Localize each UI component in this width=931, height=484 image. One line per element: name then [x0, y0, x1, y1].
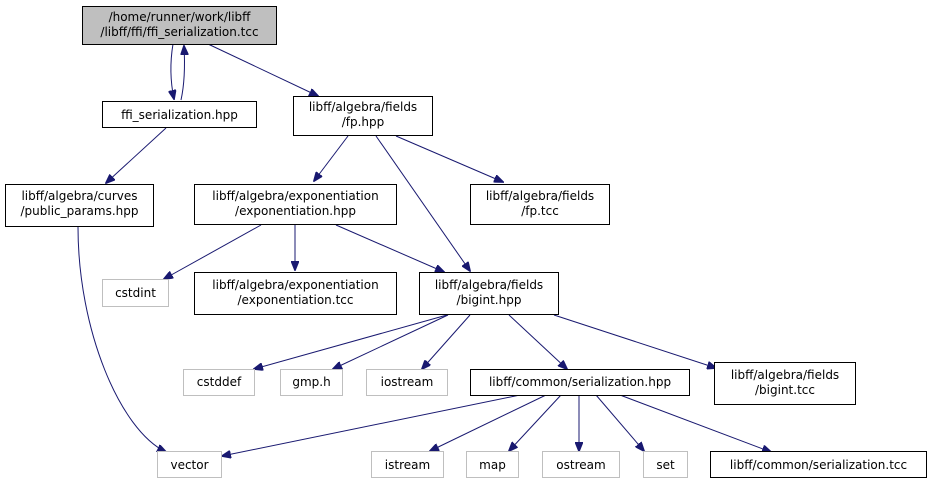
node-bigint-tcc-line-1: libff/algebra/fields — [731, 368, 839, 382]
node-fp-hpp-line-1: libff/algebra/fields — [309, 100, 417, 114]
node-bigint-hpp-line-2: /bigint.hpp — [457, 293, 522, 307]
node-iostream-label: iostream — [381, 375, 434, 389]
edge-fp-hpp-to-fp-tcc — [395, 135, 503, 182]
node-exponentiation-tcc[interactable]: libff/algebra/exponentiation /exponentia… — [194, 272, 397, 315]
node-set[interactable]: set — [643, 451, 688, 478]
edges — [77, 43, 771, 456]
node-exponentiation-hpp-line-2: /exponentiation.hpp — [235, 204, 356, 218]
node-bigint-hpp-line-1: libff/algebra/fields — [435, 278, 543, 292]
node-map[interactable]: map — [466, 451, 519, 478]
node-fp-hpp[interactable]: libff/algebra/fields /fp.hpp — [293, 96, 433, 136]
node-public-params-hpp-line-1: libff/algebra/curves — [21, 189, 137, 203]
node-serialization-hpp[interactable]: libff/common/serialization.hpp — [470, 369, 690, 396]
node-public-params-hpp-line-2: /public_params.hpp — [20, 204, 138, 218]
edge-bigint-hpp-to-cstddef — [254, 314, 448, 369]
node-map-label: map — [479, 458, 506, 472]
node-exponentiation-hpp[interactable]: libff/algebra/exponentiation /exponentia… — [194, 184, 397, 225]
node-root[interactable]: /home/runner/work/libff /libff/ffi/ffi_s… — [82, 6, 277, 45]
node-bigint-tcc-line-2: /bigint.tcc — [755, 383, 815, 397]
node-gmp-h-label: gmp.h — [292, 375, 330, 389]
node-bigint-tcc[interactable]: libff/algebra/fields /bigint.tcc — [714, 362, 856, 405]
node-ffi-serialization-hpp-label: ffi_serialization.hpp — [121, 108, 238, 122]
node-fp-hpp-line-2: /fp.hpp — [342, 115, 385, 129]
edge-serialization-hpp-to-istream — [430, 394, 547, 451]
node-exponentiation-tcc-line-1: libff/algebra/exponentiation — [212, 278, 378, 292]
node-fp-tcc-line-2: /fp.tcc — [521, 204, 559, 218]
edge-fp-hpp-to-exponentiation-hpp — [314, 135, 349, 181]
node-exponentiation-hpp-line-1: libff/algebra/exponentiation — [212, 189, 378, 203]
node-cstdint[interactable]: cstdint — [102, 279, 169, 307]
edge-bigint-hpp-to-gmp-h — [333, 314, 449, 369]
node-bigint-hpp[interactable]: libff/algebra/fields /bigint.hpp — [419, 272, 559, 315]
edge-fp-hpp-to-bigint-hpp — [375, 135, 470, 271]
edge-bigint-hpp-to-serialization-hpp — [508, 314, 567, 369]
node-istream[interactable]: istream — [371, 451, 444, 478]
edge-bigint-hpp-to-bigint-tcc — [553, 314, 716, 368]
node-fp-tcc[interactable]: libff/algebra/fields /fp.tcc — [470, 184, 610, 225]
node-fp-tcc-line-1: libff/algebra/fields — [486, 189, 594, 203]
node-public-params-hpp[interactable]: libff/algebra/curves /public_params.hpp — [5, 184, 154, 227]
node-set-label: set — [656, 458, 675, 472]
node-serialization-hpp-label: libff/common/serialization.hpp — [489, 375, 671, 389]
node-ostream[interactable]: ostream — [542, 451, 620, 478]
node-serialization-tcc-label: libff/common/serialization.tcc — [730, 458, 907, 472]
node-vector[interactable]: vector — [157, 451, 222, 478]
node-gmp-h[interactable]: gmp.h — [280, 369, 343, 396]
edge-root-to-fp-hpp — [207, 43, 318, 96]
node-exponentiation-tcc-line-2: /exponentiation.tcc — [238, 293, 354, 307]
node-root-line-1: /home/runner/work/libff — [109, 10, 252, 24]
node-ostream-label: ostream — [556, 458, 605, 472]
node-ffi-serialization-hpp[interactable]: ffi_serialization.hpp — [102, 101, 257, 128]
node-cstddef-label: cstddef — [197, 375, 242, 389]
edge-exponentiation-hpp-to-cstdint — [164, 224, 262, 279]
node-serialization-tcc[interactable]: libff/common/serialization.tcc — [710, 451, 927, 478]
edge-exponentiation-hpp-to-bigint-hpp — [335, 224, 444, 272]
edge-root-to-ffi-serialization-hpp — [171, 43, 174, 99]
edge-bigint-hpp-to-iostream — [422, 314, 471, 369]
node-vector-label: vector — [170, 458, 208, 472]
edge-serialization-hpp-to-set — [595, 394, 644, 451]
node-cstddef[interactable]: cstddef — [183, 369, 255, 396]
node-root-line-2: /libff/ffi/ffi_serialization.tcc — [100, 25, 258, 39]
edge-ffi-serialization-hpp-to-public-params-hpp — [106, 127, 167, 183]
node-istream-label: istream — [385, 458, 430, 472]
edge-serialization-hpp-to-serialization-tcc — [619, 394, 771, 452]
edge-serialization-hpp-to-map — [509, 394, 562, 451]
node-iostream[interactable]: iostream — [366, 369, 448, 396]
node-cstdint-label: cstdint — [115, 286, 156, 300]
edge-serialization-hpp-to-vector — [222, 394, 521, 456]
edge-ffi-serialization-hpp-to-root — [181, 46, 185, 101]
edge-public-params-hpp-to-vector — [77, 226, 166, 452]
